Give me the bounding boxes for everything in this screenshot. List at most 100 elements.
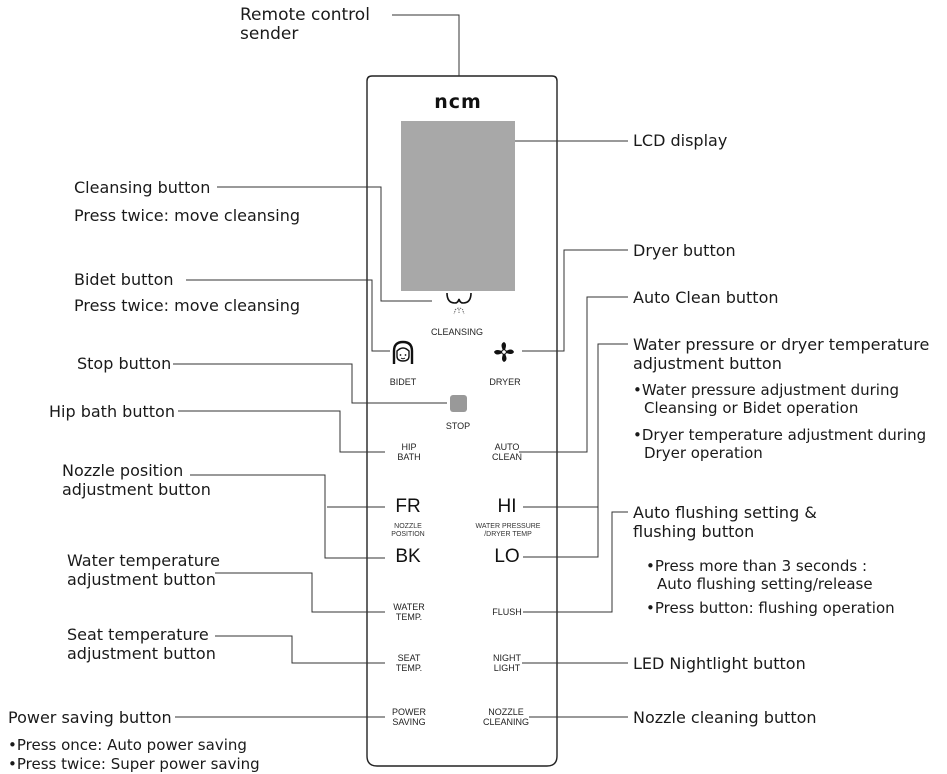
label-cleansing-note: Press twice: move cleansing — [74, 206, 300, 225]
label-water-pressure: Water pressure or dryer temperature adju… — [633, 335, 929, 373]
stop-button-shape — [450, 395, 467, 412]
auto-flush-bullet-1: •Press more than 3 seconds : Auto flushi… — [646, 557, 873, 593]
button-bk[interactable]: BK — [395, 546, 421, 567]
auto-clean-line-1: AUTO — [494, 442, 520, 452]
auto-clean-line-2: CLEAN — [491, 452, 523, 462]
seat-temp-line-2: TEMP. — [395, 663, 423, 673]
button-hip-bath[interactable]: HIP BATH — [397, 442, 420, 462]
leader-dryer — [522, 249, 628, 352]
auto-flush-bullet-2: •Press button: flushing operation — [646, 599, 895, 617]
label-nozzle-cleaning: Nozzle cleaning button — [633, 708, 817, 727]
button-stop[interactable]: STOP — [445, 421, 471, 431]
power-saving-bullet-2: •Press twice: Super power saving — [8, 755, 260, 773]
water-pressure-bullet-1-line-1: Water pressure adjustment during — [641, 381, 899, 399]
label-bidet: Bidet button — [74, 270, 174, 289]
leader-water-pressure — [523, 343, 628, 558]
nozzle-position-line-1: NOZZLE — [394, 523, 422, 530]
hip-bath-line-1: HIP — [401, 442, 417, 452]
auto-flush-bullet-1-line-2: Auto flushing setting/release — [657, 575, 873, 593]
brand-logo: ncm — [434, 91, 482, 113]
label-hip-bath: Hip bath button — [49, 402, 175, 421]
leader-bidet — [186, 279, 390, 352]
button-lo[interactable]: LO — [494, 546, 520, 567]
auto-flush-bullet-1-line-1: Press more than 3 seconds : — [654, 557, 868, 575]
button-power-saving[interactable]: POWER SAVING — [392, 707, 426, 727]
label-stop: Stop button — [77, 354, 172, 373]
auto-flush-title-1: Auto flushing setting & — [633, 503, 817, 522]
button-water-temp[interactable]: WATER TEMP. — [393, 602, 425, 622]
label-nozzle-position: Nozzle position adjustment button — [62, 461, 211, 499]
label-dryer: Dryer button — [633, 241, 736, 260]
label-water-temp: Water temperature adjustment button — [67, 551, 220, 589]
leader-auto-flush — [523, 511, 628, 613]
power-saving-bullet-1: •Press once: Auto power saving — [8, 736, 247, 754]
water-pressure-bullet-2-line-1: Dryer temperature adjustment during — [641, 426, 927, 444]
button-dryer[interactable]: DRYER — [489, 377, 521, 387]
label-bidet-note: Press twice: move cleansing — [74, 296, 300, 315]
remote-body — [366, 75, 558, 767]
nozzle-position-line-2: POSITION — [391, 531, 425, 538]
leader-cleansing — [217, 186, 432, 302]
leader-hip-bath — [178, 410, 385, 453]
water-pressure-line-1: WATER PRESSURE — [475, 523, 541, 530]
dryer-fan-icon — [494, 342, 514, 362]
label-seat-temp: Seat temperature adjustment button — [67, 625, 216, 663]
water-pressure-bullet-2: •Dryer temperature adjustment during Dry… — [633, 426, 927, 462]
label-cleansing: Cleansing button — [74, 178, 211, 197]
power-saving-line-1: POWER — [391, 707, 427, 717]
label-auto-clean: Auto Clean button — [633, 288, 779, 307]
label-led-nightlight: LED Nightlight button — [633, 654, 806, 673]
night-light-line-2: LIGHT — [493, 663, 521, 673]
lcd-screen — [401, 121, 515, 291]
button-flush[interactable]: FLUSH — [492, 607, 522, 617]
bidet-icon — [392, 340, 414, 364]
button-bidet[interactable]: BIDET — [389, 377, 417, 387]
button-night-light[interactable]: NIGHT LIGHT — [493, 653, 521, 673]
leader-stop — [173, 363, 447, 404]
nozzle-cleaning-line-1: NOZZLE — [488, 707, 524, 717]
cleansing-icon — [446, 292, 472, 315]
water-pressure-bullet-1: •Water pressure adjustment during Cleans… — [633, 381, 899, 417]
water-pressure-title-1: Water pressure or dryer temperature — [633, 335, 930, 354]
button-hi[interactable]: HI — [497, 496, 517, 517]
leader-seat-temp — [215, 635, 385, 664]
button-seat-temp[interactable]: SEAT TEMP. — [396, 653, 422, 673]
water-pressure-bullet-2-line-2: Dryer operation — [644, 444, 763, 462]
hip-bath-line-2: BATH — [397, 452, 421, 462]
button-auto-clean[interactable]: AUTO CLEAN — [492, 442, 522, 462]
power-saving-bullet-1-text: Press once: Auto power saving — [16, 736, 247, 754]
nozzle-cleaning-line-2: CLEANING — [482, 717, 530, 727]
water-pressure-title-2: adjustment button — [633, 354, 782, 373]
water-pressure-line-2: /DRYER TEMP — [484, 531, 532, 538]
label-lcd: LCD display — [633, 131, 728, 150]
leader-remote-sender — [392, 14, 460, 76]
leader-auto-clean — [519, 296, 628, 453]
power-saving-bullet-2-text: Press twice: Super power saving — [16, 755, 260, 773]
remote-sender-line-2: sender — [240, 24, 299, 44]
button-nozzle-cleaning[interactable]: NOZZLE CLEANING — [483, 707, 529, 727]
button-cleansing[interactable]: CLEANSING — [430, 327, 484, 337]
night-light-line-1: NIGHT — [493, 653, 521, 663]
label-power-saving: Power saving button — [8, 708, 172, 727]
water-temp-line-1: WATER — [393, 602, 425, 612]
nozzle-position-title-1: Nozzle position — [62, 461, 184, 480]
auto-flush-bullet-2-line-1: Press button: flushing operation — [654, 599, 895, 617]
label-remote-sender: Remote control sender — [240, 6, 370, 44]
seat-temp-title-2: adjustment button — [67, 644, 216, 663]
nozzle-position-title-2: adjustment button — [62, 480, 211, 499]
nozzle-position-caption: NOZZLE POSITION — [391, 523, 424, 539]
water-temp-title-2: adjustment button — [67, 570, 216, 589]
water-pressure-caption: WATER PRESSURE /DRYER TEMP — [476, 523, 541, 539]
auto-flush-title-2: flushing button — [633, 522, 755, 541]
button-fr[interactable]: FR — [395, 496, 421, 517]
remote-sender-line-1: Remote control — [240, 5, 370, 25]
leader-nozzle-position — [190, 474, 385, 559]
label-auto-flush: Auto flushing setting & flushing button — [633, 503, 817, 541]
seat-temp-line-1: SEAT — [397, 653, 421, 663]
power-saving-line-2: SAVING — [392, 717, 426, 727]
seat-temp-title-1: Seat temperature — [67, 625, 209, 644]
water-pressure-bullet-1-line-2: Cleansing or Bidet operation — [644, 399, 859, 417]
water-temp-line-2: TEMP. — [395, 612, 423, 622]
